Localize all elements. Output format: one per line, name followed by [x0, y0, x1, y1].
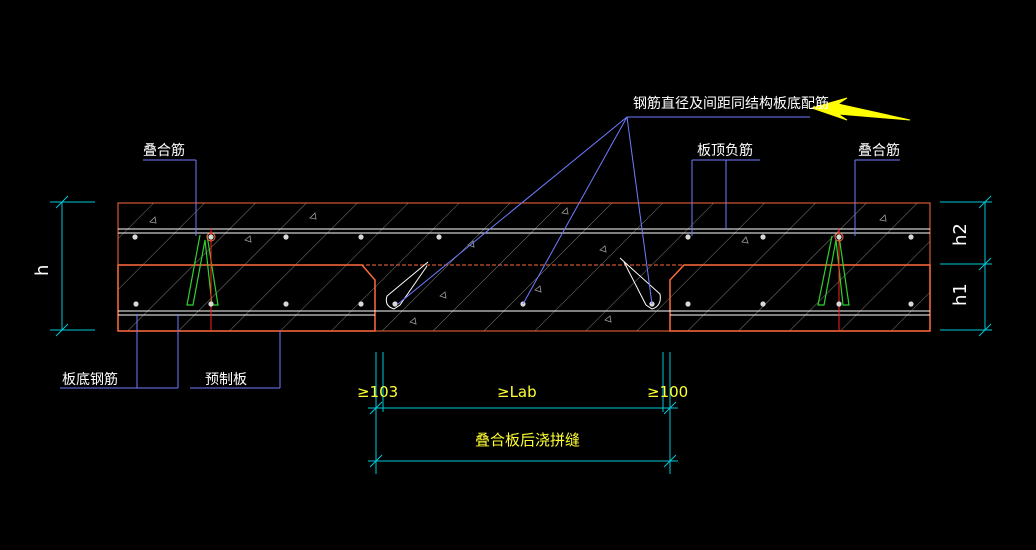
- rebar-dots: [132, 234, 914, 307]
- hatch-fill: [118, 203, 930, 331]
- note-callout-label: 钢筋直径及间距同结构板底配筋: [633, 95, 829, 112]
- dim-right-min-label: ≥100: [647, 383, 688, 401]
- slab-section: [117, 202, 931, 332]
- lap-truss-left: [186, 228, 219, 330]
- aggregate-marks: [149, 207, 887, 325]
- lap-bar-left-label: 叠合筋: [143, 142, 185, 159]
- dim-h1-label: h1: [950, 283, 971, 306]
- precast-slab-label: 预制板: [205, 372, 247, 388]
- dim-h-label: h: [32, 265, 53, 276]
- leaders: [60, 116, 900, 389]
- dim-h2-label: h2: [950, 223, 971, 246]
- lap-bar-right-label: 叠合筋: [858, 142, 900, 159]
- dim-left-min-label: ≥103: [357, 383, 398, 401]
- callout-arrow: [810, 97, 911, 121]
- lap-truss-right: [817, 228, 850, 330]
- joint-label: 叠合板后浇拼缝: [475, 431, 580, 449]
- bottom-bar-label: 板底钢筋: [62, 371, 118, 388]
- dim-lab-label: ≥Lab: [497, 383, 537, 401]
- dimensions: [50, 195, 992, 474]
- hooked-bar-right: [619, 257, 661, 310]
- top-negative-bar-label: 板顶负筋: [697, 142, 753, 159]
- slab-outline: [117, 202, 931, 332]
- hooked-bar-left: [385, 261, 429, 310]
